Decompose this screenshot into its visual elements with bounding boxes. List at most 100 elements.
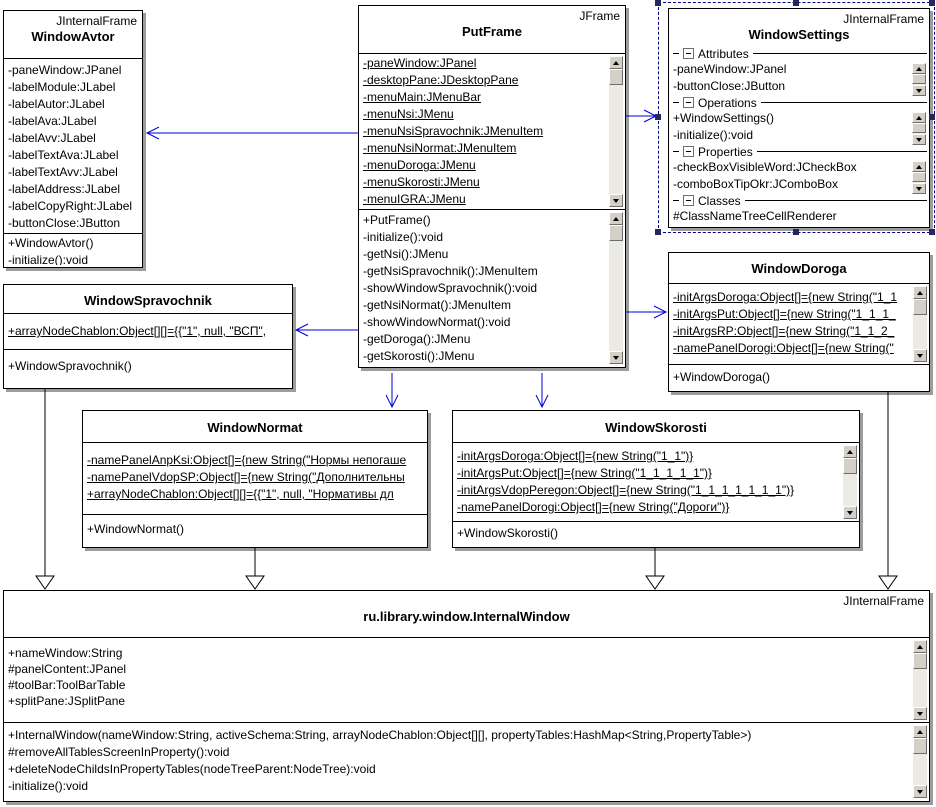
scroll-down-button[interactable] <box>843 506 857 519</box>
association-putframe-windowsettings[interactable] <box>626 109 658 123</box>
scroll-thumb[interactable] <box>843 458 857 474</box>
selection-handle[interactable] <box>793 229 799 235</box>
vertical-scrollbar[interactable] <box>912 63 926 96</box>
vertical-scrollbar[interactable] <box>609 212 623 364</box>
attribute-row: -paneWindow:JPanel <box>363 56 477 70</box>
vertical-scrollbar[interactable] <box>913 725 927 798</box>
attribute-row: -initArgsRP:Object[]={new String("1_1_2_ <box>673 324 895 338</box>
scroll-down-button[interactable] <box>912 183 926 194</box>
scroll-down-button[interactable] <box>913 707 927 720</box>
class-window-spravochnik[interactable]: WindowSpravochnik +arrayNodeChablon:Obje… <box>3 284 293 389</box>
scroll-thumb[interactable] <box>609 225 623 241</box>
generalization-windownormat-internalwindow[interactable] <box>245 548 265 590</box>
vertical-scrollbar[interactable] <box>912 112 926 145</box>
selection-handle[interactable] <box>929 229 935 235</box>
class-window-settings[interactable]: JInternalFrame WindowSettings Attributes… <box>668 8 930 228</box>
association-putframe-windowdoroga[interactable] <box>626 305 668 319</box>
generalization-windowskorosti-internalwindow[interactable] <box>645 548 665 590</box>
association-putframe-windowavtor[interactable] <box>145 126 358 140</box>
scroll-down-button[interactable] <box>912 134 926 145</box>
attribute-row: -labelTextAva:JLabel <box>8 148 119 162</box>
group-line <box>744 200 927 201</box>
association-putframe-windowspravochnik[interactable] <box>294 323 358 337</box>
operation-row: -getDoroga():JMenu <box>363 332 471 346</box>
scroll-up-button[interactable] <box>913 286 927 299</box>
collapse-minus-icon[interactable] <box>683 48 694 59</box>
scroll-down-button[interactable] <box>912 85 926 96</box>
attribute-row: +nameWindow:String <box>8 646 123 660</box>
scroll-thumb[interactable] <box>912 172 926 182</box>
scroll-up-button[interactable] <box>912 63 926 74</box>
group-header-operations: Operations <box>669 95 929 110</box>
class-window-skorosti[interactable]: WindowSkorosti -initArgsDoroga:Object[]=… <box>452 410 860 548</box>
collapse-minus-icon[interactable] <box>683 97 694 108</box>
attributes-compartment: -paneWindow:JPanel -labelModule:JLabel -… <box>4 59 142 233</box>
vertical-scrollbar[interactable] <box>913 640 927 720</box>
operations-compartment: +WindowAvtor() -initialize():void <box>4 233 142 265</box>
generalization-windowspravochnik-internalwindow[interactable] <box>35 389 55 590</box>
scroll-up-button[interactable] <box>912 112 926 123</box>
vertical-scrollbar[interactable] <box>913 286 927 362</box>
operation-row: +WindowDoroga() <box>673 370 771 384</box>
scroll-down-button[interactable] <box>913 349 927 362</box>
up-arrow-icon <box>613 60 619 65</box>
class-title: WindowNormat <box>207 420 303 435</box>
collapse-minus-icon[interactable] <box>683 146 694 157</box>
scroll-up-button[interactable] <box>913 725 927 738</box>
class-header: JFrame PutFrame <box>359 6 625 54</box>
scroll-thumb[interactable] <box>913 653 927 669</box>
vertical-scrollbar[interactable] <box>843 445 857 519</box>
class-header: WindowSkorosti <box>453 411 859 443</box>
class-put-frame[interactable]: JFrame PutFrame -paneWindow:JPanel -desk… <box>358 5 626 368</box>
stereotype-label: JInternalFrame <box>843 12 924 26</box>
scroll-thumb[interactable] <box>912 74 926 84</box>
class-window-avtor[interactable]: JInternalFrame WindowAvtor -paneWindow:J… <box>3 10 143 268</box>
down-arrow-icon <box>613 355 619 360</box>
generalization-windowdoroga-internalwindow[interactable] <box>878 392 898 590</box>
attribute-row: -paneWindow:JPanel <box>8 63 122 77</box>
down-arrow-icon <box>917 711 923 716</box>
selection-handle[interactable] <box>655 0 661 6</box>
group-label: Properties <box>698 144 753 159</box>
attributes-compartment: -initArgsDoroga:Object[]={new String("1_… <box>453 443 859 521</box>
vertical-scrollbar[interactable] <box>609 56 623 207</box>
up-arrow-icon <box>613 216 619 221</box>
class-window-normat[interactable]: WindowNormat -namePanelAnpKsi:Object[]={… <box>82 410 428 548</box>
scroll-down-button[interactable] <box>609 194 623 207</box>
scroll-up-button[interactable] <box>912 161 926 172</box>
scroll-thumb[interactable] <box>912 123 926 133</box>
up-arrow-icon <box>847 449 853 454</box>
collapse-minus-icon[interactable] <box>683 195 694 206</box>
scroll-up-button[interactable] <box>609 212 623 225</box>
operation-row: +WindowSpravochnik() <box>8 359 132 373</box>
scroll-thumb[interactable] <box>609 69 623 85</box>
association-putframe-windownormat[interactable] <box>385 373 399 409</box>
attribute-row: -namePanelAnpKsi:Object[]={new String("Н… <box>87 453 407 467</box>
selection-handle[interactable] <box>793 0 799 6</box>
selection-handle[interactable] <box>929 0 935 6</box>
class-internal-window[interactable]: JInternalFrame ru.library.window.Interna… <box>3 590 930 802</box>
scroll-thumb[interactable] <box>913 738 927 754</box>
property-row: -checkBoxVisibleWord:JCheckBox <box>673 160 857 174</box>
selection-handle[interactable] <box>655 229 661 235</box>
operation-row: +InternalWindow(nameWindow:String, activ… <box>8 728 752 742</box>
attribute-row: -menuDoroga:JMenu <box>363 158 476 172</box>
scroll-up-button[interactable] <box>913 640 927 653</box>
scroll-thumb[interactable] <box>913 299 927 315</box>
vertical-scrollbar[interactable] <box>912 161 926 194</box>
scroll-down-button[interactable] <box>913 785 927 798</box>
down-arrow-icon <box>613 198 619 203</box>
selection-handle[interactable] <box>929 114 935 120</box>
scroll-up-button[interactable] <box>609 56 623 69</box>
attribute-row: -initArgsPut:Object[]={new String("1_1_1… <box>673 307 896 321</box>
attribute-row: -labelTextAvv:JLabel <box>8 165 118 179</box>
operation-row: -initialize():void <box>8 253 89 265</box>
selection-handle[interactable] <box>655 114 661 120</box>
scroll-down-button[interactable] <box>609 351 623 364</box>
attribute-row: -initArgsDoroga:Object[]={new String("1_… <box>673 290 898 304</box>
attribute-row: -menuSkorosti:JMenu <box>363 175 480 189</box>
scroll-up-button[interactable] <box>843 445 857 458</box>
attribute-row: -namePanelDorogi:Object[]={new String(" <box>673 341 894 355</box>
class-window-doroga[interactable]: WindowDoroga -initArgsDoroga:Object[]={n… <box>668 252 930 392</box>
association-putframe-windowskorosti[interactable] <box>535 373 549 409</box>
